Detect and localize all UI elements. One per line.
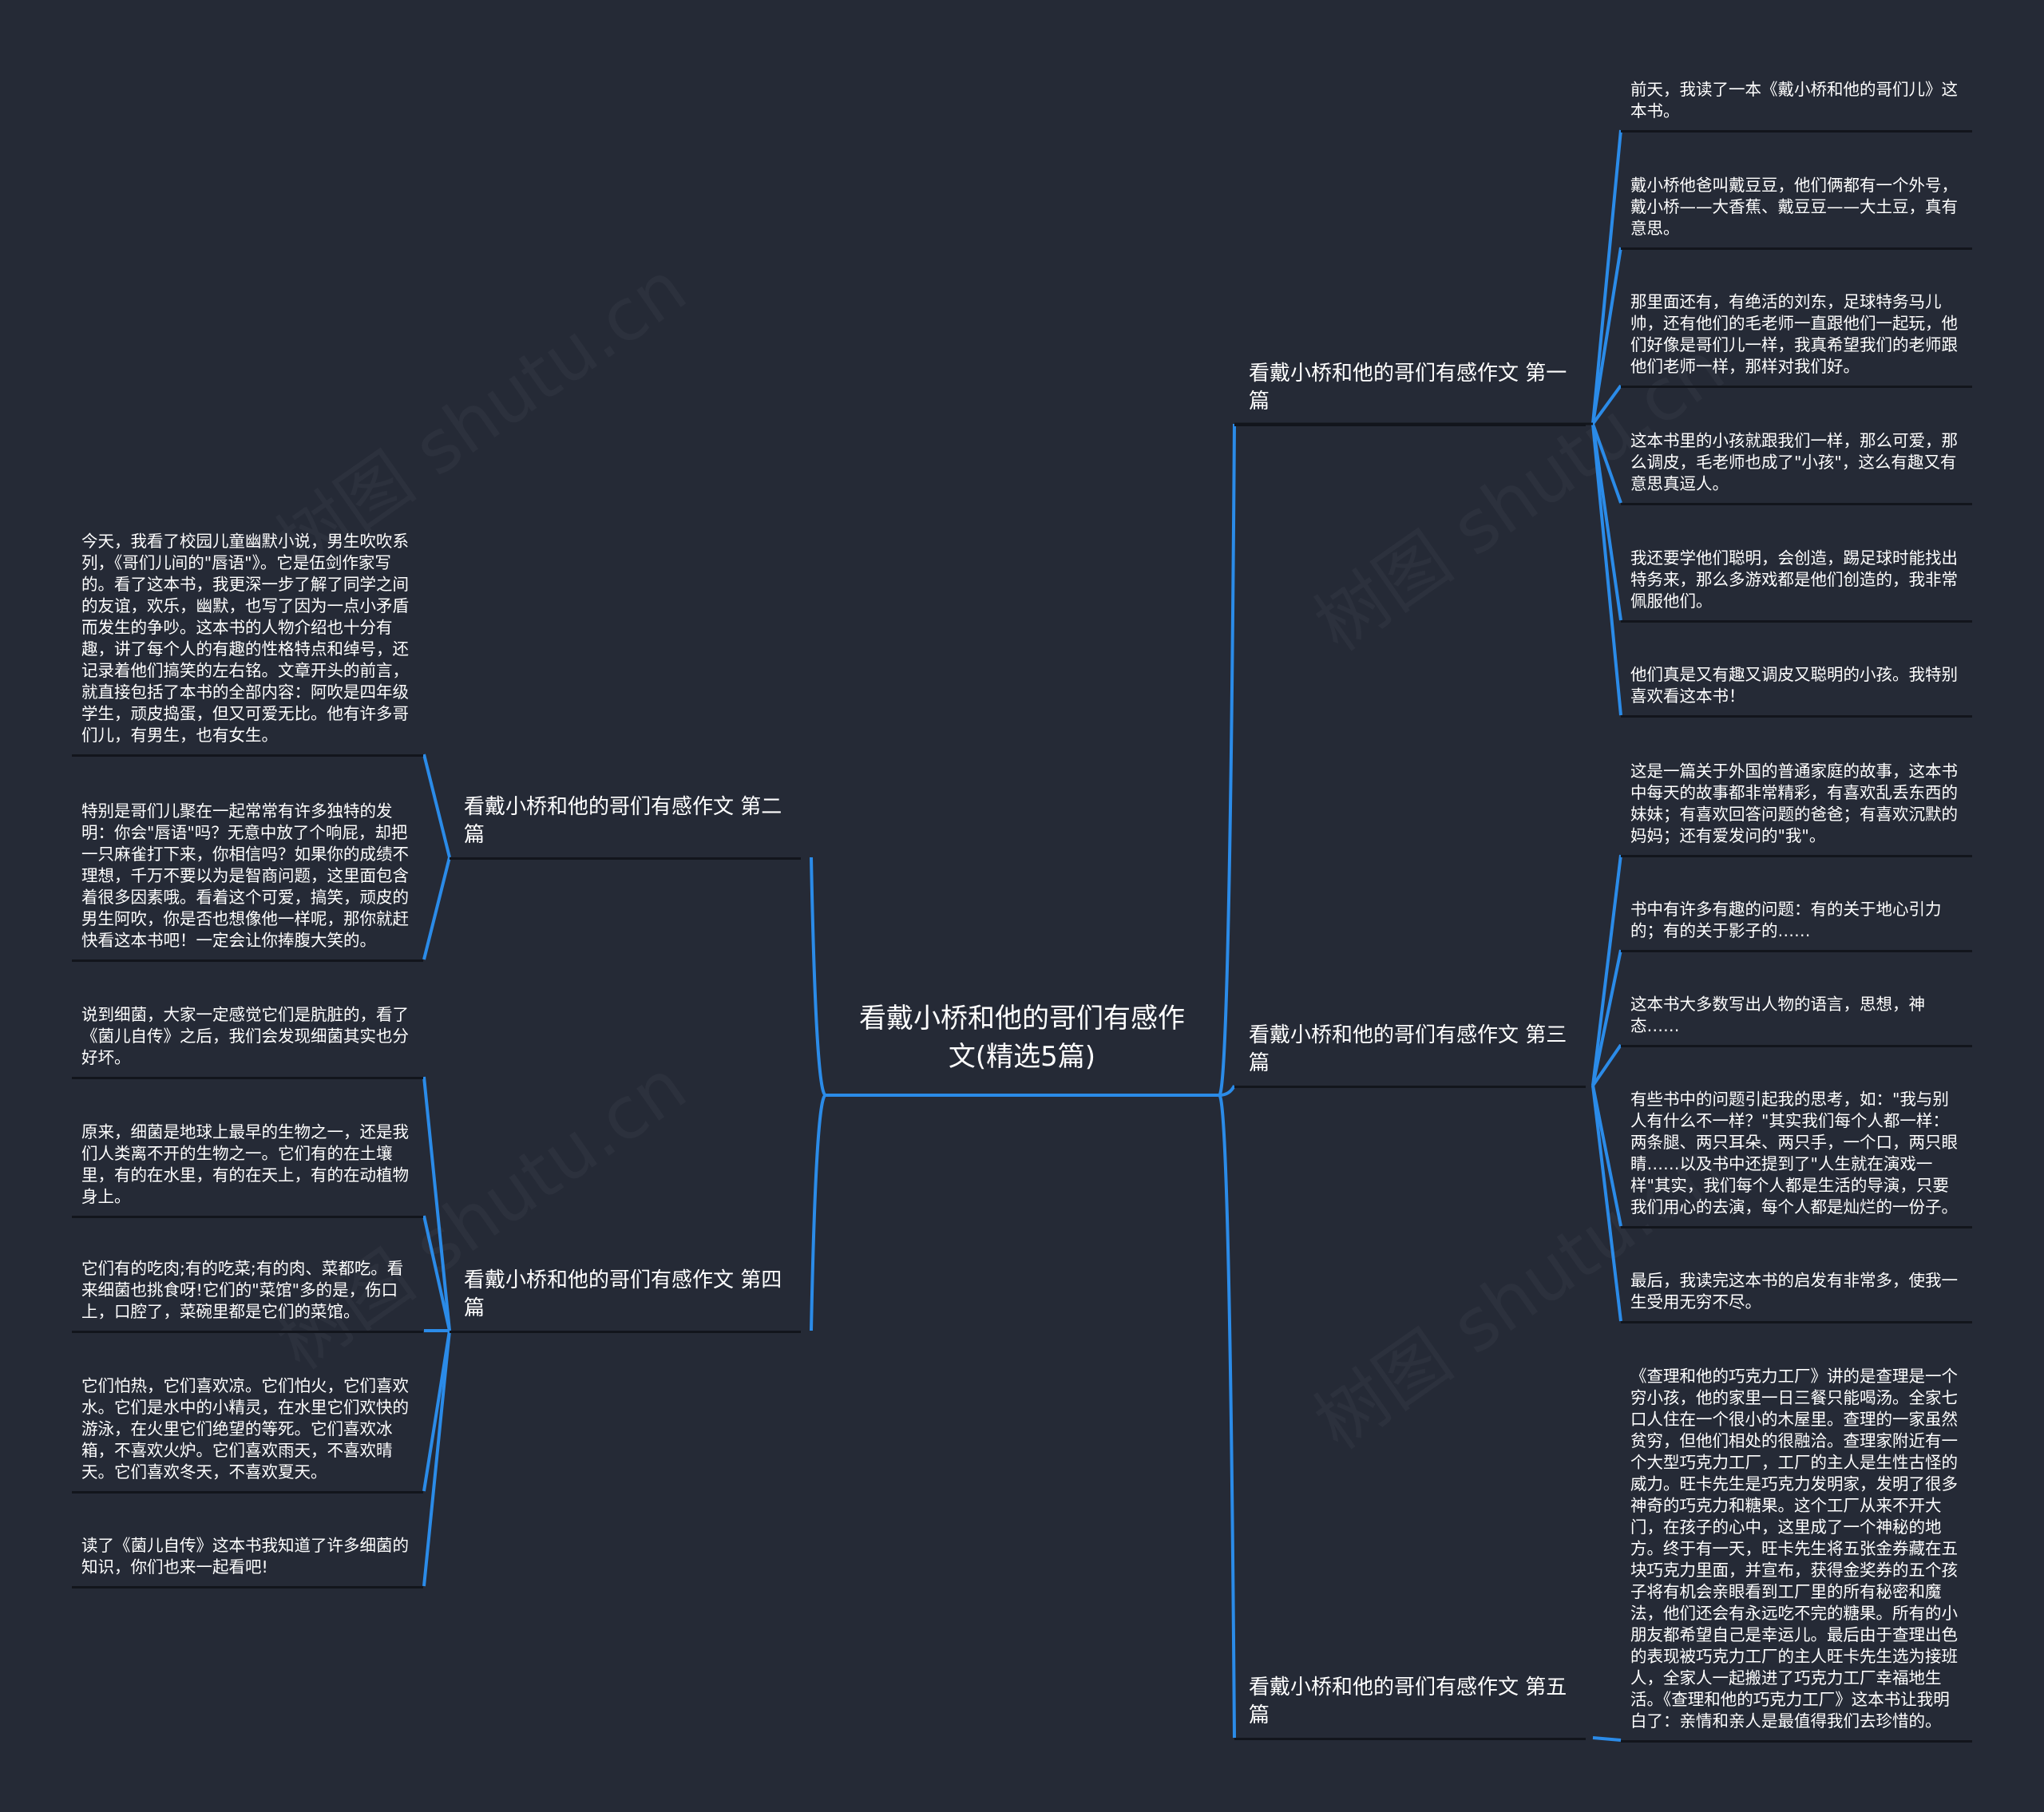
link-root-branch5 <box>1218 1094 1236 1739</box>
leaf-node[interactable]: 今天，我看了校园儿童幽默小说，男生吹吹系列，《哥们儿间的"唇语"》。它是伍剑作家… <box>72 531 423 757</box>
leaf-node[interactable]: 这是一篇关于外国的普通家庭的故事，这本书中每天的故事都非常精彩，有喜欢乱丢东西的… <box>1621 761 1972 857</box>
leaf-node[interactable]: 说到细菌，大家一定感觉它们是肮脏的，看了《菌儿自传》之后，我们会发现细菌其实也分… <box>72 1004 423 1079</box>
leaf-node[interactable]: 那里面还有，有绝活的刘东，足球特务马儿帅，还有他们的毛老师一直跟他们一起玩，他们… <box>1621 291 1972 388</box>
leaf-node[interactable]: 读了《菌儿自传》这本书我知道了许多细菌的知识，你们也来一起看吧! <box>72 1535 423 1588</box>
leaf-node[interactable]: 他们真是又有趣又调皮又聪明的小孩。我特别喜欢看这本书！ <box>1621 664 1972 718</box>
leaf-node[interactable]: 它们怕热，它们喜欢凉。它们怕火，它们喜欢水。它们是水中的小精灵，在水里它们欢快的… <box>72 1375 423 1494</box>
leaf-node[interactable]: 有些书中的问题引起我的思考，如："我与别人有什么不一样？"其实我们每个人都一样：… <box>1621 1089 1972 1228</box>
leaf-node[interactable]: 我还要学他们聪明，会创造，踢足球时能找出特务来，那么多游戏都是他们创造的，我非常… <box>1621 548 1972 623</box>
links-branch1 <box>1591 129 1622 716</box>
branch-node-5[interactable]: 看戴小桥和他的哥们有感作文 第五篇 <box>1234 1674 1586 1740</box>
link-root-branch4 <box>810 1094 827 1331</box>
leaf-node[interactable]: 特别是哥们儿聚在一起常常有许多独特的发明：你会"唇语"吗？无意中放了个响屁，却把… <box>72 801 423 962</box>
leaf-node[interactable]: 戴小桥他爸叫戴豆豆，他们俩都有一个外号，戴小桥——大香蕉、戴豆豆——大土豆，真有… <box>1621 175 1972 250</box>
links-branch4 <box>422 1076 451 1587</box>
branch-node-2[interactable]: 看戴小桥和他的哥们有感作文 第二篇 <box>450 793 801 860</box>
leaf-node[interactable]: 这本书里的小孩就跟我们一样，那么可爱，那么调皮，毛老师也成了"小孩"，这么有趣又… <box>1621 430 1972 505</box>
branch-node-1[interactable]: 看戴小桥和他的哥们有感作文 第一篇 <box>1234 360 1586 426</box>
links-branch3 <box>1591 854 1622 1322</box>
leaf-node[interactable]: 这本书大多数写出人物的语言，思想，神态…… <box>1621 994 1972 1047</box>
leaf-node[interactable]: 最后，我读完这本书的启发有非常多，使我一生受用无穷不尽。 <box>1621 1270 1972 1323</box>
links-branch5 <box>1592 1736 1622 1742</box>
link-root-branch2 <box>810 857 827 1097</box>
branch-node-3[interactable]: 看戴小桥和他的哥们有感作文 第三篇 <box>1234 1022 1586 1088</box>
leaf-node[interactable]: 书中有许多有趣的问题：有的关于地心引力的；有的关于影子的…… <box>1621 899 1972 952</box>
root-node-title[interactable]: 看戴小桥和他的哥们有感作文(精选5篇) <box>859 1003 1185 1073</box>
leaf-node[interactable]: 《查理和他的巧克力工厂》讲的是查理是一个穷小孩，他的家里一日三餐只能喝汤。全家七… <box>1621 1366 1972 1743</box>
leaf-node[interactable]: 它们有的吃肉;有的吃菜;有的肉、菜都吃。看来细菌也挑食呀!它们的"菜馆"多的是，… <box>72 1258 423 1333</box>
leaf-node[interactable]: 原来，细菌是地球上最早的生物之一，还是我们人类离不开的生物之一。它们有的在土壤里… <box>72 1122 423 1218</box>
links-branch2 <box>422 754 451 960</box>
leaf-node[interactable]: 前天，我读了一本《戴小桥和他的哥们儿》这本书。 <box>1621 79 1972 133</box>
link-root-branch1 <box>1218 423 1236 1097</box>
branch-node-4[interactable]: 看戴小桥和他的哥们有感作文 第四篇 <box>450 1267 801 1333</box>
